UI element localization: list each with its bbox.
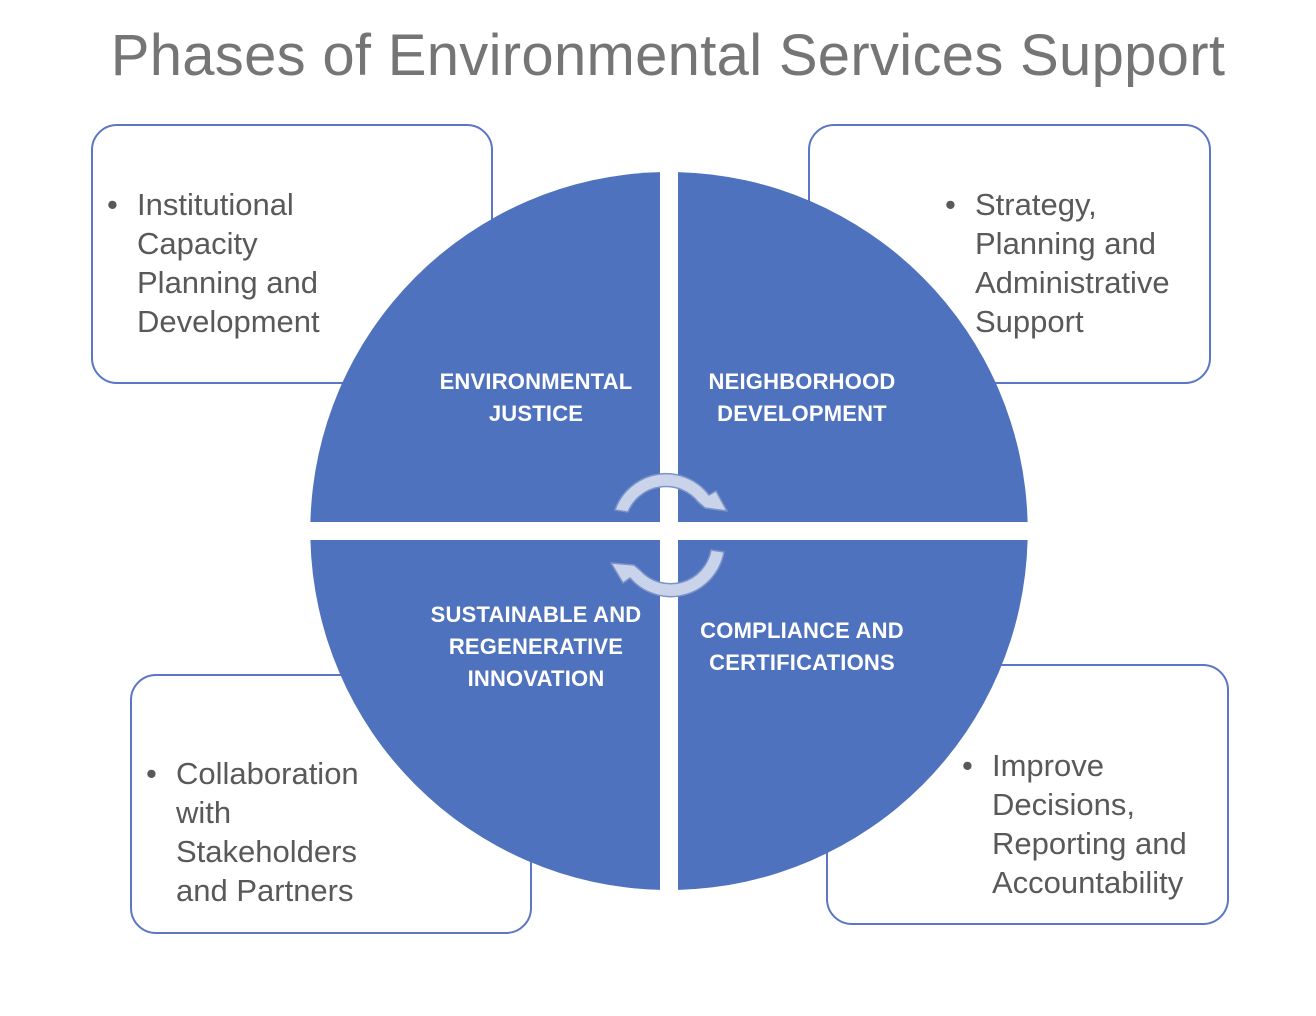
quadrant-top-left — [310, 172, 660, 522]
bullet-strategy-planning: Strategy, Planning and Administrative Su… — [945, 185, 1205, 341]
page-title: Phases of Environmental Services Support — [110, 23, 1226, 88]
quadrant-bottom-left — [310, 540, 660, 890]
quadrant-top-right — [678, 172, 1028, 522]
quadrant-label-environmental-justice: ENVIRONMENTAL JUSTICE — [439, 369, 633, 426]
circular-arrows-icon — [610, 473, 728, 598]
bullet-improve-decisions: Improve Decisions, Reporting and Account… — [962, 746, 1222, 902]
quadrant-label-sustainable-innovation: SUSTAINABLE AND REGENERATIVE INNOVATION — [430, 602, 642, 691]
bullet-institutional-capacity: Institutional Capacity Planning and Deve… — [107, 185, 367, 341]
quadrant-label-neighborhood-development: NEIGHBORHOOD DEVELOPMENT — [708, 369, 896, 426]
quadrant-bottom-right — [678, 540, 1028, 890]
bullet-collaboration: Collaboration with Stakeholders and Part… — [146, 754, 406, 910]
quadrant-label-compliance-certifications: COMPLIANCE AND CERTIFICATIONS — [700, 618, 904, 675]
